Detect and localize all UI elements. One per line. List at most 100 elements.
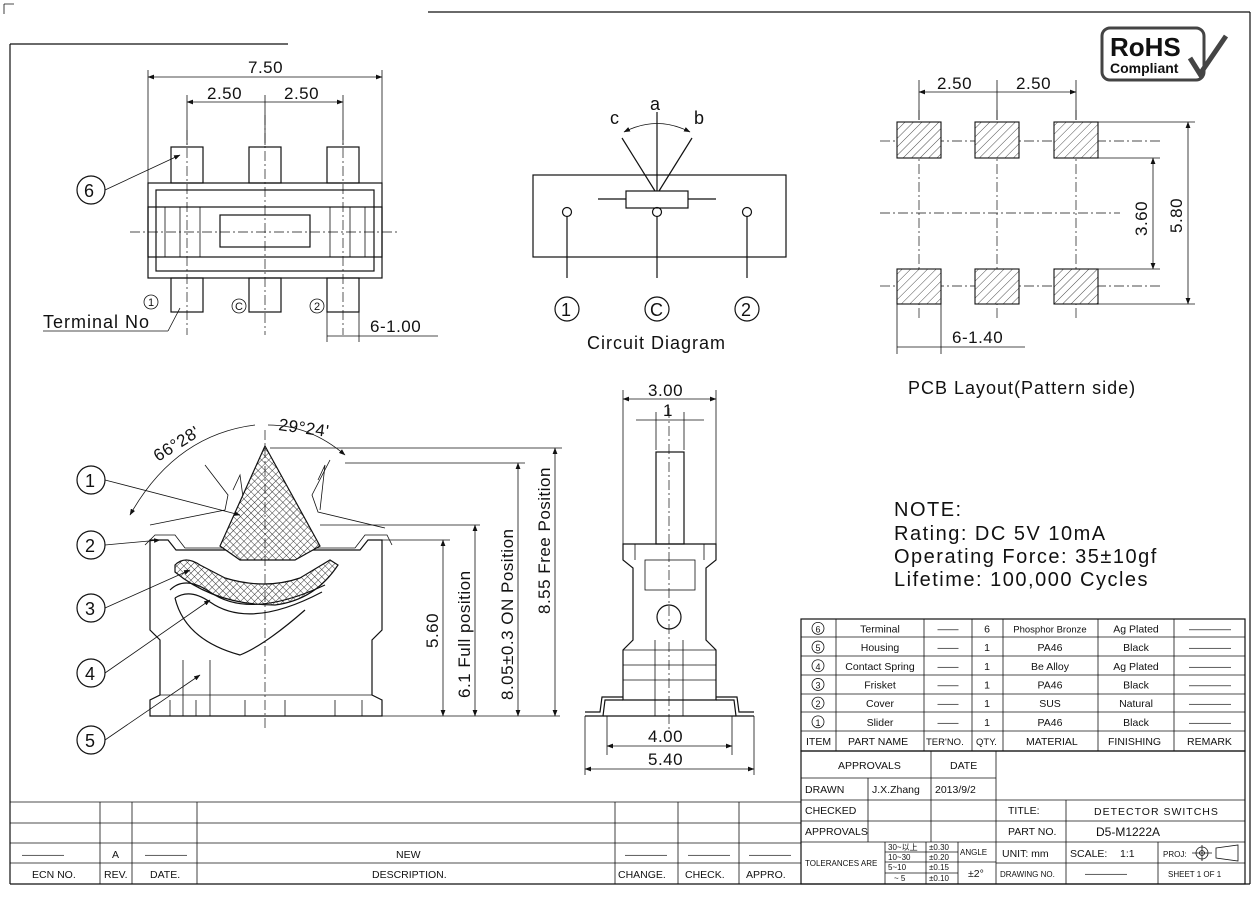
tol-range-1: 30~以上 xyxy=(888,843,918,852)
drawn-by: J.X.Zhang xyxy=(872,784,920,796)
note-rating: Rating: DC 5V 10mA xyxy=(894,523,1107,545)
bom-cell-qty: 1 xyxy=(984,698,990,710)
end-dim-top: 3.00 xyxy=(648,381,683,400)
top-callout-6: 6 xyxy=(84,181,95,201)
rev-desc: NEW xyxy=(396,849,421,861)
unit-label: UNIT: mm xyxy=(1002,848,1049,860)
bom-cell-finishing: Black xyxy=(1123,642,1149,654)
bom-header-name: PART NAME xyxy=(848,736,908,748)
pcb-dim-pad: 6-1.40 xyxy=(952,328,1003,347)
callout-1: 1 xyxy=(85,471,96,491)
side-label-full: 6.1 Full position xyxy=(455,570,474,698)
bom-cell-ter: —— xyxy=(938,623,960,635)
revision-table: ———— A ———— NEW ———— ———— ———— ECN NO. R… xyxy=(10,801,801,884)
terminal-no-label: Terminal No xyxy=(43,312,150,332)
bom-header-item: ITEM xyxy=(806,736,831,748)
rev-header-change: CHANGE. xyxy=(618,869,666,881)
scale-label: SCALE: xyxy=(1070,848,1107,860)
bom-cell-remark: ———— xyxy=(1189,698,1232,710)
bom-cell-qty: 1 xyxy=(984,661,990,673)
bom-cell-remark: ———— xyxy=(1189,717,1232,729)
tol-range-4: ~ 5 xyxy=(894,874,906,883)
circuit-caption: Circuit Diagram xyxy=(587,333,726,353)
checked-label: CHECKED xyxy=(805,805,857,817)
top-dim-pitch-left: 2.50 xyxy=(207,84,242,103)
pcb-layout: 2.50 2.50 3.60 5.80 6-1.40 PCB Layout(Pa… xyxy=(880,74,1195,398)
rev-header-date: DATE. xyxy=(150,869,180,881)
bom-cell-material: Be Alloy xyxy=(1031,661,1070,673)
rev-date: ———— xyxy=(145,849,188,861)
rev-appro: ———— xyxy=(749,849,792,861)
bom-cell-name: Housing xyxy=(861,642,900,654)
sheet-frame xyxy=(3,3,1251,885)
part-label: PART NO. xyxy=(1008,826,1056,838)
tol-range-3: 5~10 xyxy=(888,863,907,872)
callout-4: 4 xyxy=(85,664,96,684)
approvals-label: APPROVALS xyxy=(805,826,868,838)
bom-cell-name: Cover xyxy=(866,698,895,710)
drawn-date: 2013/9/2 xyxy=(935,784,976,796)
bom-item-circle xyxy=(811,640,825,654)
bom-cell-ter: —— xyxy=(938,679,960,691)
projection-icon xyxy=(1192,844,1239,862)
top-dim-terminal: 6-1.00 xyxy=(370,317,421,336)
bom-header-finishing: FINISHING xyxy=(1108,736,1161,748)
drawing-no-value: ———— xyxy=(1085,868,1128,880)
bom-cell-item: 6 xyxy=(815,624,820,634)
side-dim-full: 5.60 xyxy=(423,613,442,648)
circuit-node-c: C xyxy=(650,300,664,320)
bom-item-circle xyxy=(811,659,825,673)
end-dim-body: 4.00 xyxy=(648,727,683,746)
notes: NOTE: Rating: DC 5V 10mA Operating Force… xyxy=(894,499,1158,591)
bom-header-qty: QTY. xyxy=(976,737,997,748)
bom-header-material: MATERIAL xyxy=(1026,736,1078,748)
drawing-no-label: DRAWING NO. xyxy=(1000,870,1055,879)
top-dim-overall: 7.50 xyxy=(248,58,283,77)
bom-cell-name: Terminal xyxy=(860,623,900,635)
check-icon xyxy=(1187,34,1229,79)
bom-cell-item: 2 xyxy=(815,699,820,709)
side-view: 66°28' 29°24' 1 2 3 4 5 xyxy=(76,415,562,755)
tol-value-2: ±0.20 xyxy=(929,853,950,862)
rohs-badge: RoHS Compliant xyxy=(1100,26,1229,82)
end-dim-overall: 5.40 xyxy=(648,750,683,769)
bom-cell-ter: —— xyxy=(938,642,960,654)
part-value: D5-M1222A xyxy=(1096,825,1160,839)
bom-item-circle xyxy=(811,696,825,710)
top-dim-pitch-right: 2.50 xyxy=(284,84,319,103)
angle-2: 29°24' xyxy=(277,415,330,441)
angle-value: ±2° xyxy=(968,868,984,880)
note-force: Operating Force: 35±10gf xyxy=(894,546,1158,568)
bom-cell-item: 3 xyxy=(815,680,820,690)
pcb-dim-overall: 5.80 xyxy=(1167,198,1186,233)
bom-cell-remark: ———— xyxy=(1189,679,1232,691)
bom-cell-material: PA46 xyxy=(1038,642,1063,654)
rev-check: ———— xyxy=(688,849,731,861)
proj-label: PROJ: xyxy=(1163,850,1187,859)
end-dim-slot: 1 xyxy=(663,401,673,420)
rohs-title: RoHS xyxy=(1110,32,1181,62)
bom-cell-item: 1 xyxy=(815,718,820,728)
date-header: DATE xyxy=(950,760,977,772)
tolerances-label: TOLERANCES ARE xyxy=(805,859,877,868)
bom-cell-name: Frisket xyxy=(864,679,896,691)
bom-cell-material: PA46 xyxy=(1038,679,1063,691)
bom-cell-qty: 1 xyxy=(984,679,990,691)
tol-value-4: ±0.10 xyxy=(929,874,950,883)
pcb-dim-row: 3.60 xyxy=(1132,201,1151,236)
circuit-pos-b: b xyxy=(694,108,705,128)
bom-cell-finishing: Ag Plated xyxy=(1113,661,1159,673)
bom-cell-item: 5 xyxy=(815,643,820,653)
rev-change: ———— xyxy=(625,849,668,861)
scale-value: 1:1 xyxy=(1120,848,1135,860)
tol-range-2: 10~30 xyxy=(888,853,911,862)
bom-header-remark: REMARK xyxy=(1187,736,1232,748)
bom-cell-ter: —— xyxy=(938,698,960,710)
side-label-on: 8.05±0.3 ON Position xyxy=(498,529,517,700)
bom-cell-qty: 1 xyxy=(984,717,990,729)
bom-cell-material: SUS xyxy=(1039,698,1061,710)
pcb-caption: PCB Layout(Pattern side) xyxy=(908,378,1136,398)
rev-header-desc: DESCRIPTION. xyxy=(372,869,447,881)
